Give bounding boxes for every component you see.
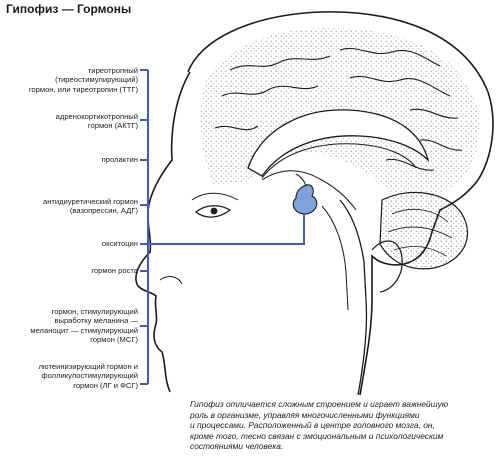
hormone-label-prolactin: пролактин (101, 155, 138, 164)
hormone-bracket (140, 69, 305, 385)
corpus-callosum (247, 109, 430, 177)
ear (371, 240, 403, 293)
face-profile (135, 71, 191, 393)
hormone-label-acth: адренокортикотропный гормон (АКТГ) (55, 112, 138, 131)
hormone-labels: тиреотропный (тиреостимулирующий) гормон… (0, 0, 150, 400)
hormone-label-msh: гормон, стимулирующий выработку меланина… (30, 307, 138, 345)
brain-outline (187, 11, 494, 396)
hormone-label-adh: антидиуретический гормон (вазопрессин, А… (42, 197, 138, 216)
caption: Гипофиз отличается сложным строением и и… (190, 399, 449, 452)
diagram-art (135, 11, 494, 396)
hormone-label-lh-fsh: лютеинизирующий гормон и фолликулостимул… (38, 362, 139, 390)
hormone-label-oxytocin: окситоцин (101, 239, 138, 248)
page-title: Гипофиз — Гормоны (6, 2, 132, 16)
brainstem (339, 199, 368, 396)
pituitary-gland (292, 184, 318, 215)
hormone-label-growth: гормон роста (91, 266, 138, 275)
cerebellum (379, 191, 469, 270)
hormone-label-tsh: тиреотропный (тиреостимулирующий) гормон… (28, 66, 138, 94)
